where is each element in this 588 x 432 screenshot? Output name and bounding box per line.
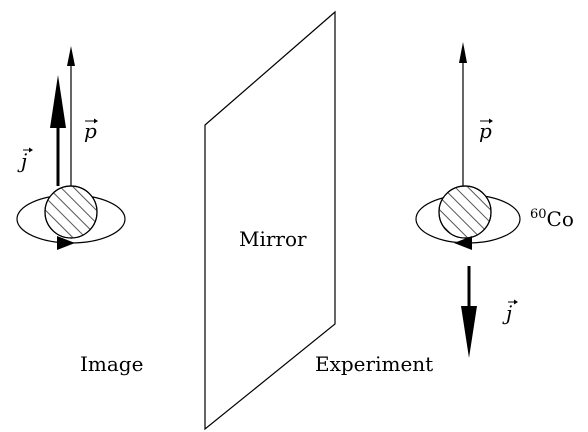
- image-momentum-label: p: [84, 119, 97, 143]
- experiment-momentum-label: p: [479, 119, 492, 143]
- image-atom-group: j p Image: [16, 46, 143, 376]
- experiment-rotation-arrowhead: [454, 236, 472, 250]
- experiment-spin-label: j: [502, 301, 512, 325]
- mirror-label: Mirror: [239, 227, 307, 251]
- experiment-momentum-arrowhead: [459, 42, 467, 63]
- isotope-label: 60Co: [530, 207, 574, 231]
- image-momentum-arrowhead: [67, 46, 75, 66]
- image-spin-arrowhead: [50, 75, 66, 128]
- image-rotation-arrowhead: [57, 236, 75, 250]
- isotope-symbol: Co: [547, 207, 574, 231]
- experiment-atom-group: p j 60Co Experiment: [315, 42, 574, 376]
- image-spin-label: j: [17, 149, 27, 173]
- mirror-plane: [204, 10, 336, 431]
- experiment-caption: Experiment: [315, 352, 433, 376]
- experiment-spin-arrowhead: [461, 306, 477, 358]
- isotope-mass-number: 60: [530, 207, 547, 222]
- image-caption: Image: [80, 352, 143, 376]
- mirror-group: Mirror: [204, 10, 336, 431]
